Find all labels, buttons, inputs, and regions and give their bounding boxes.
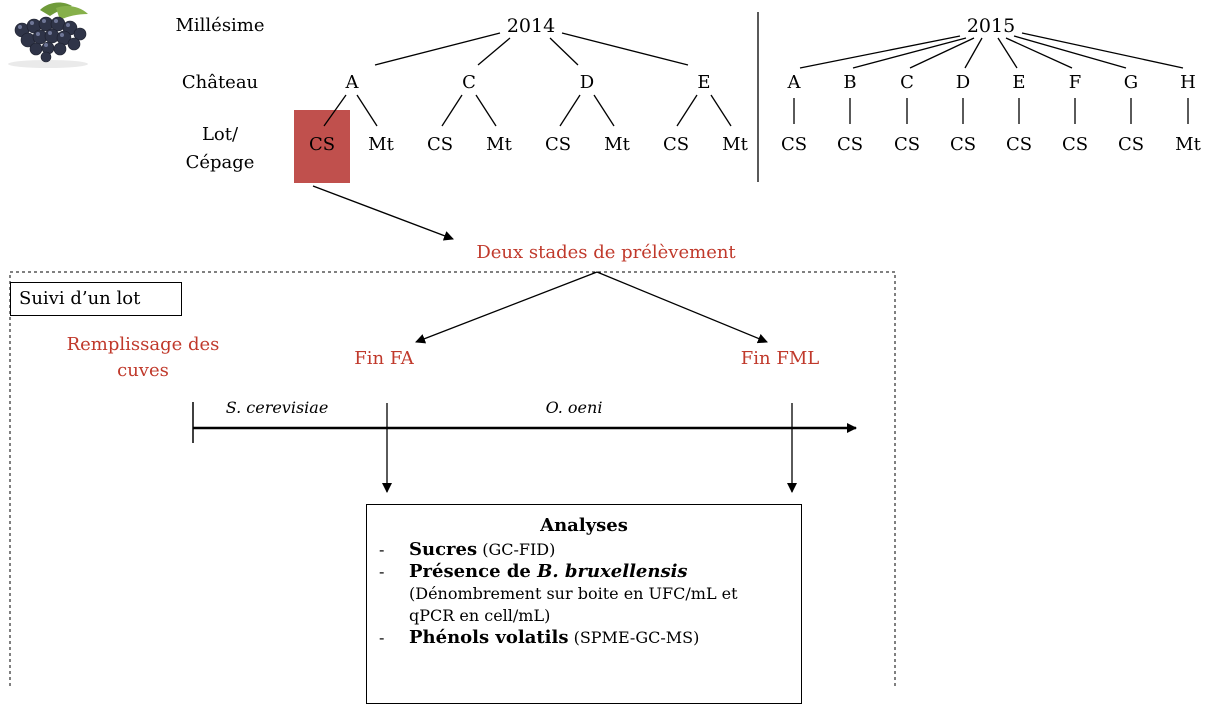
stage-fin-fa: Fin FA xyxy=(354,348,414,369)
chateau-2015-g: G xyxy=(1123,72,1139,93)
diagram-stage: Millésime Château Lot/ Cépage 2014 2015 … xyxy=(8,2,1201,704)
presence-detail-2: qPCR en cell/mL) xyxy=(409,606,551,625)
stage-fin-fml: Fin FML xyxy=(740,348,820,369)
row-label-millesime: Millésime xyxy=(175,15,265,36)
lot-follow-frame xyxy=(9,271,896,686)
chateau-2014-e: E xyxy=(697,72,711,93)
chateau-2015-h: H xyxy=(1180,72,1196,93)
lot-2015-a: CS xyxy=(780,134,808,155)
lot-2015-f: CS xyxy=(1061,134,1089,155)
analysis-item-sucres: - Sucres (GC-FID) xyxy=(379,539,799,561)
presence-species: B. bruxellensis xyxy=(537,561,688,582)
lot-2015-e: CS xyxy=(1005,134,1033,155)
row-label-lot: Lot/ xyxy=(201,124,239,145)
lot-2014-d-cs: CS xyxy=(544,134,572,155)
lot-to-sampling-arrow xyxy=(312,185,454,241)
lot-2014-a-cs: CS xyxy=(308,134,336,155)
analyses-list: - Sucres (GC-FID) - Présence de B. bruxe… xyxy=(379,539,799,649)
lot-2014-a-mt: Mt xyxy=(368,134,394,155)
bullet-dash: - xyxy=(379,540,385,559)
analysis-item-phenols: - Phénols volatils (SPME-GC-MS) xyxy=(379,627,799,649)
chateau-2014-d: D xyxy=(579,72,595,93)
tree-2014-edges xyxy=(323,32,732,127)
chateau-2014-a: A xyxy=(345,72,359,93)
chateau-2015-d: D xyxy=(955,72,971,93)
lot-2014-e-cs: CS xyxy=(662,134,690,155)
lot-2015-h: Mt xyxy=(1175,134,1201,155)
lot-2014-d-mt: Mt xyxy=(604,134,630,155)
sampling-title: Deux stades de prélèvement xyxy=(476,242,736,263)
presence-detail-1: (Dénombrement sur boite en UFC/mL et xyxy=(409,584,738,603)
split-arrow-fml xyxy=(596,271,768,344)
chateau-2015-b: B xyxy=(843,72,857,93)
year-2015: 2015 xyxy=(966,15,1016,37)
lot-2015-c: CS xyxy=(893,134,921,155)
lot-2015-g: CS xyxy=(1117,134,1145,155)
sucres-label: Sucres xyxy=(409,539,478,560)
split-arrow-fa xyxy=(415,271,598,344)
selected-lot-highlight xyxy=(294,110,350,183)
chateau-2015-a: A xyxy=(787,72,801,93)
presence-label: Présence de xyxy=(409,561,538,582)
lot-2015-d: CS xyxy=(949,134,977,155)
filling-label-line1: Remplissage des xyxy=(66,334,220,355)
analyses-title: Analyses xyxy=(540,515,628,536)
connector-layer xyxy=(9,12,1189,686)
chateau-2015-e: E xyxy=(1012,72,1026,93)
species-s-cerevisiae: S. cerevisiae xyxy=(225,398,329,417)
lot-2014-e-mt: Mt xyxy=(722,134,748,155)
chateau-2015-c: C xyxy=(900,72,914,93)
grape-bunch-icon xyxy=(8,2,88,68)
row-label-chateau: Château xyxy=(181,72,259,93)
bullet-dash: - xyxy=(379,562,385,581)
lot-2014-c-cs: CS xyxy=(426,134,454,155)
chateau-2014-c: C xyxy=(462,72,476,93)
lot-follow-label: Suivi d’un lot xyxy=(10,282,182,316)
species-o-oeni: O. oeni xyxy=(545,398,603,417)
analysis-item-presence: - Présence de B. bruxellensis (Dénombrem… xyxy=(379,561,799,627)
year-2014: 2014 xyxy=(506,15,556,37)
phenols-label: Phénols volatils xyxy=(409,627,569,648)
filling-label-line2: cuves xyxy=(117,360,169,381)
row-label-cepage: Cépage xyxy=(185,152,255,173)
analyses-box: Analyses - Sucres (GC-FID) - Présence de… xyxy=(366,504,802,704)
bullet-dash: - xyxy=(379,628,385,647)
phenols-method: (SPME-GC-MS) xyxy=(568,628,700,647)
sucres-method: (GC-FID) xyxy=(477,540,556,559)
lot-2014-c-mt: Mt xyxy=(486,134,512,155)
lot-2015-b: CS xyxy=(836,134,864,155)
chateau-2015-f: F xyxy=(1068,72,1082,93)
tree-2015-edges xyxy=(793,32,1189,124)
